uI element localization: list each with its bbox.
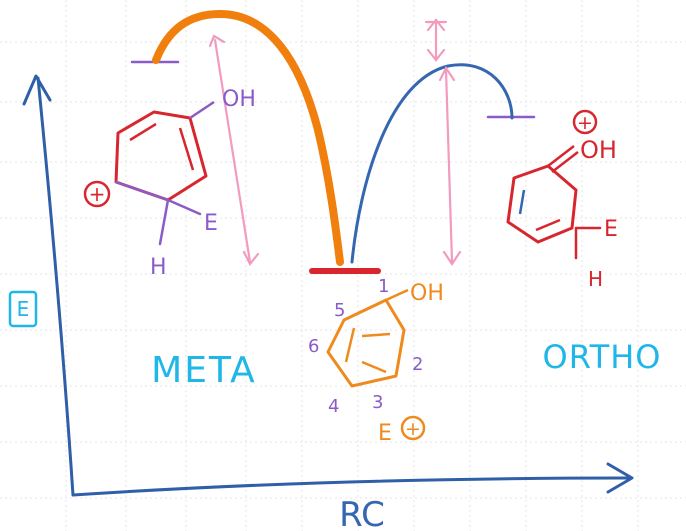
meta-positive-charge: + — [89, 182, 106, 206]
meta-oh-bond — [189, 100, 215, 120]
reactant-positive-charge: + — [405, 418, 421, 440]
ortho-oh-label: OH — [580, 136, 617, 164]
meta-ring-double-bond-2 — [178, 127, 195, 171]
activation-energy-arrows — [208, 18, 462, 267]
delta-arrow-head-top — [426, 18, 446, 32]
ortho-h-label: H — [588, 267, 603, 291]
reactant-ring-inner-3 — [361, 360, 387, 374]
reactant-molecule: OH E + 1 2 3 4 5 6 — [308, 276, 444, 446]
axes — [22, 74, 634, 497]
ortho-arrowhead-top — [438, 65, 456, 82]
meta-e-label: E — [204, 211, 218, 236]
ortho-activation-arrow — [444, 68, 454, 264]
reactant-ring-inner-1 — [344, 327, 356, 363]
position-1: 1 — [378, 276, 389, 297]
ortho-ring-double-bond-1 — [518, 189, 526, 215]
delta-arrow-head-bottom — [426, 48, 446, 62]
ortho-sp3-bonds — [574, 226, 602, 260]
y-axis — [36, 76, 75, 497]
x-axis-arrowhead — [606, 462, 634, 494]
ortho-arrowhead-bottom — [442, 250, 462, 266]
position-4: 4 — [328, 396, 339, 417]
ortho-intermediate: OH + E H — [506, 109, 618, 291]
reactant-oh-bond — [385, 288, 409, 302]
meta-positive-charge-circle — [83, 180, 111, 208]
reactant-oh-label: OH — [410, 281, 444, 306]
x-axis — [71, 476, 632, 497]
ortho-positive-charge: + — [577, 112, 593, 134]
meta-oh-label: OH — [222, 87, 256, 112]
reactant-ring-inner-2 — [361, 332, 391, 338]
y-axis-label: E — [17, 297, 30, 321]
meta-label: META — [151, 350, 257, 391]
ortho-pathway-curve — [350, 63, 514, 264]
ortho-label: ORTHO — [543, 338, 662, 376]
meta-arrowhead-top — [208, 34, 226, 48]
meta-arrowhead-bottom — [242, 250, 260, 267]
ortho-carbonyl-bond — [547, 145, 579, 173]
position-3: 3 — [372, 392, 383, 413]
reactant-e-label: E — [378, 421, 392, 446]
reactant-positive-charge-circle — [400, 415, 426, 441]
ortho-e-label: E — [604, 217, 618, 242]
x-axis-label: RC — [339, 495, 385, 531]
ortho-ring — [506, 164, 578, 244]
y-axis-arrowhead — [22, 74, 52, 106]
position-6: 6 — [308, 336, 319, 357]
position-5: 5 — [334, 300, 345, 321]
meta-h-label: H — [150, 255, 167, 280]
meta-ring-double-bond-1 — [129, 122, 157, 142]
position-2: 2 — [412, 354, 423, 375]
ortho-ring-double-bond-2 — [535, 218, 561, 232]
meta-intermediate: OH E H + — [83, 87, 256, 280]
meta-activation-arrow — [213, 38, 252, 264]
y-axis-label-group: E — [8, 290, 38, 328]
meta-pathway-curve — [152, 9, 344, 266]
meta-sp3-bonds — [114, 180, 202, 246]
ortho-positive-charge-circle — [572, 109, 598, 135]
